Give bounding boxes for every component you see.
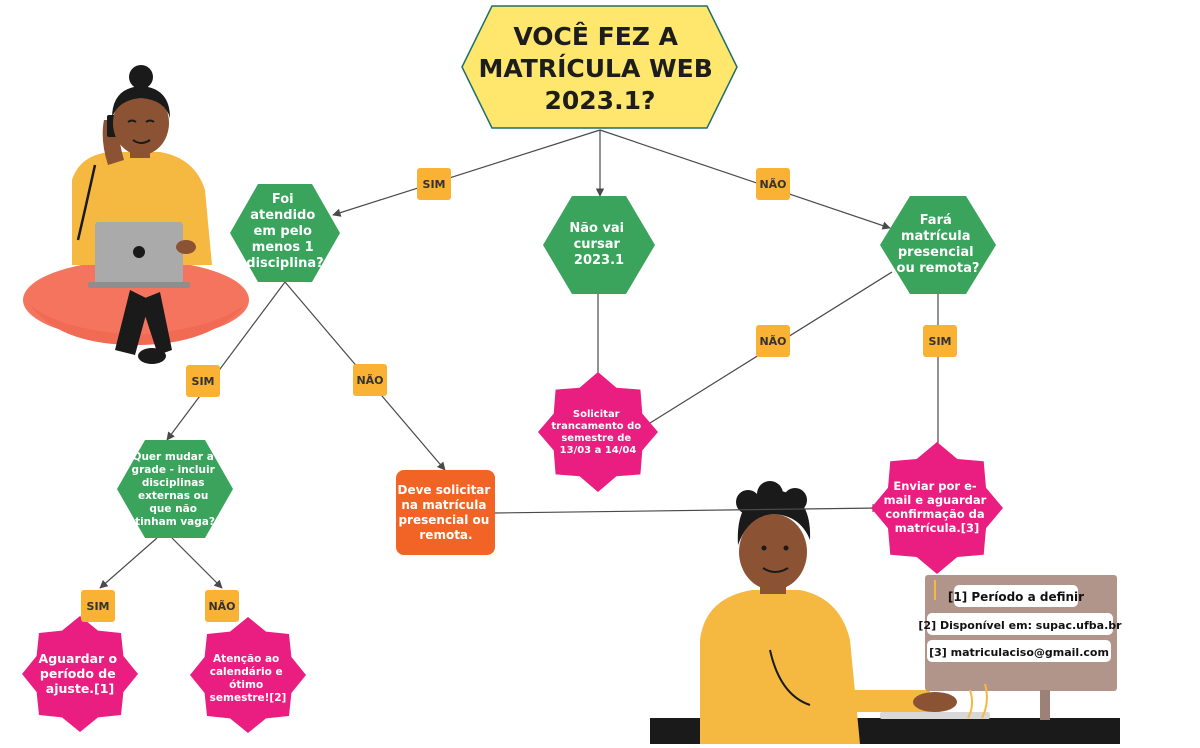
svg-text:SIM: SIM bbox=[929, 335, 952, 348]
node-line: calendário e bbox=[210, 666, 283, 678]
node-nao-vai-cursar: Não vai cursar 2023.1 bbox=[543, 196, 655, 294]
node-enviar-email: Enviar por e- mail e aguardar confirmaçã… bbox=[871, 442, 1003, 574]
svg-text:NÃO: NÃO bbox=[759, 335, 786, 348]
edge-label-nao: NÃO bbox=[756, 168, 790, 200]
node-line: disciplina? bbox=[246, 256, 323, 271]
node-trancamento: Solicitar trancamento do semestre de 13/… bbox=[538, 372, 658, 492]
node-line: que não bbox=[149, 503, 197, 515]
node-line: atendido bbox=[250, 208, 315, 223]
edge-label-nao: NÃO bbox=[756, 325, 790, 357]
edge-label-sim: SIM bbox=[81, 590, 115, 622]
title-node: VOCÊ FEZ A MATRÍCULA WEB 2023.1? bbox=[461, 5, 738, 129]
node-line: ou remota? bbox=[897, 261, 980, 276]
node-aguardar: Aguardar o período de ajuste.[1] bbox=[22, 616, 138, 732]
node-line: externas ou bbox=[138, 490, 208, 502]
svg-text:Não vai cursar 202: Não vai cursar 2023.1 bbox=[569, 221, 628, 268]
node-line: remota. bbox=[419, 528, 472, 542]
node-line: período de bbox=[40, 666, 116, 681]
footnote-1: [1] Período a definir bbox=[948, 585, 1084, 607]
title-line: 2023.1? bbox=[545, 86, 656, 115]
node-line: tinham vaga? bbox=[135, 516, 215, 528]
edge-label-sim: SIM bbox=[186, 365, 220, 397]
svg-text:Fará matrícula pre: Fará matrícula presencial ou remota? bbox=[897, 213, 980, 276]
flow-connectors bbox=[99, 129, 943, 589]
node-line: Enviar por e- bbox=[893, 479, 977, 493]
star-shape bbox=[538, 372, 658, 492]
node-line: Aguardar o bbox=[39, 651, 118, 666]
node-line: Não vai bbox=[569, 221, 624, 236]
star-shape bbox=[22, 616, 138, 732]
node-line: semestre de bbox=[561, 433, 631, 444]
svg-text:Aguardar o período de: Aguardar o período de ajuste.[1] bbox=[39, 651, 122, 696]
svg-text:Atenção ao calendário e: Atenção ao calendário e ótimo semestre![… bbox=[210, 653, 287, 704]
node-line: Atenção ao bbox=[213, 653, 279, 665]
svg-text:Enviar por e- mail e agu: Enviar por e- mail e aguardar confirmaçã… bbox=[884, 479, 991, 535]
svg-text:[1] Período a definir: [1] Período a definir bbox=[948, 590, 1084, 604]
star-shape bbox=[190, 617, 306, 733]
node-line: presencial ou bbox=[398, 513, 489, 527]
svg-text:SIM: SIM bbox=[87, 600, 110, 613]
node-line: cursar bbox=[574, 237, 621, 252]
node-line: em pelo bbox=[254, 224, 312, 239]
node-line: presencial bbox=[898, 245, 974, 260]
footnote-3: [3] matriculaciso@gmail.com bbox=[927, 640, 1111, 662]
woman-with-laptop-illustration bbox=[23, 65, 249, 364]
svg-text:Deve solicitar na matríc: Deve solicitar na matrícula presencial o… bbox=[397, 483, 494, 542]
title-line: MATRÍCULA WEB bbox=[479, 54, 713, 83]
node-atencao: Atenção ao calendário e ótimo semestre![… bbox=[190, 617, 306, 733]
svg-text:NÃO: NÃO bbox=[356, 374, 383, 387]
edge-label-nao: NÃO bbox=[205, 590, 239, 622]
node-line: Solicitar bbox=[573, 409, 620, 420]
node-line: trancamento do bbox=[551, 421, 641, 432]
svg-text:[2] Disponível em: supac.ufba.: [2] Disponível em: supac.ufba.br bbox=[918, 619, 1122, 632]
svg-text:Quer mudar a grade - inc: Quer mudar a grade - incluir disciplinas… bbox=[132, 451, 219, 528]
node-deve-solicitar: Deve solicitar na matrícula presencial o… bbox=[396, 470, 495, 555]
svg-text:SIM: SIM bbox=[423, 178, 446, 191]
node-line: matrícula.[3] bbox=[895, 521, 979, 535]
svg-text:NÃO: NÃO bbox=[759, 178, 786, 191]
svg-text:NÃO: NÃO bbox=[208, 600, 235, 613]
node-line: mail e aguardar bbox=[884, 493, 987, 507]
edge-label-sim: SIM bbox=[923, 325, 957, 357]
svg-text:Solicitar trancamento do: Solicitar trancamento do semestre de 13/… bbox=[551, 409, 644, 456]
node-line: ótimo bbox=[229, 679, 263, 691]
node-line: menos 1 bbox=[252, 240, 314, 255]
node-line: 2023.1 bbox=[574, 253, 624, 268]
node-line: grade - incluir bbox=[132, 464, 216, 476]
node-line: semestre![2] bbox=[210, 692, 287, 704]
svg-text:Foi atendido em pe: Foi atendido em pelo menos 1 disciplina? bbox=[246, 192, 323, 271]
title-text: VOCÊ FEZ A MATRÍCULA WEB 2023.1? bbox=[479, 22, 722, 115]
svg-text:[3] matriculaciso@gmail.com: [3] matriculaciso@gmail.com bbox=[929, 646, 1109, 659]
node-line: Fará bbox=[920, 213, 952, 228]
svg-text:SIM: SIM bbox=[192, 375, 215, 388]
node-line: confirmação da bbox=[885, 507, 984, 521]
edge-label-sim: SIM bbox=[417, 168, 451, 200]
node-line: Quer mudar a bbox=[133, 451, 214, 463]
node-line: disciplinas bbox=[142, 477, 205, 489]
node-line: 13/03 a 14/04 bbox=[560, 445, 637, 456]
star-shape bbox=[871, 442, 1003, 574]
edge-label-nao: NÃO bbox=[353, 364, 387, 396]
footnote-2: [2] Disponível em: supac.ufba.br bbox=[918, 613, 1122, 635]
node-line: na matrícula bbox=[401, 498, 486, 512]
node-line: matrícula bbox=[901, 229, 971, 244]
node-line: Deve solicitar bbox=[397, 483, 490, 497]
node-atendido: Foi atendido em pelo menos 1 disciplina? bbox=[230, 184, 340, 282]
node-line: ajuste.[1] bbox=[46, 681, 114, 696]
node-quer-mudar: Quer mudar a grade - incluir disciplinas… bbox=[117, 440, 233, 538]
node-line: Foi bbox=[272, 192, 294, 207]
node-fara-matricula: Fará matrícula presencial ou remota? bbox=[880, 196, 996, 294]
title-line: VOCÊ FEZ A bbox=[513, 22, 678, 51]
